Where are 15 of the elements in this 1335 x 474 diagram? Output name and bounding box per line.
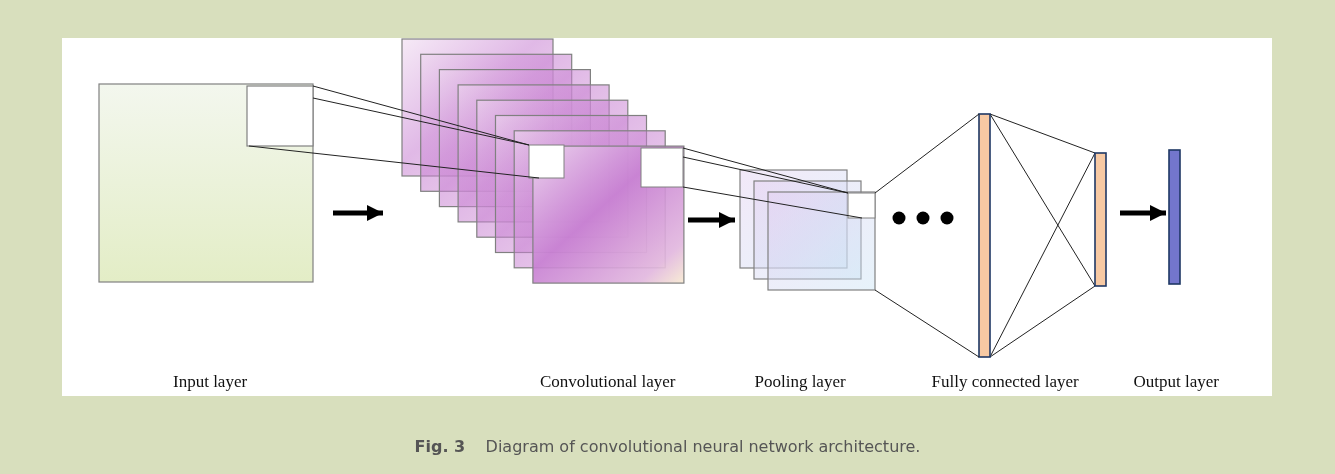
arrow xyxy=(1120,205,1166,221)
projection-line xyxy=(874,289,980,358)
projection-line xyxy=(682,186,863,219)
layer-label: Input layer xyxy=(173,372,248,392)
projection-line xyxy=(874,113,980,194)
figure-caption: Fig. 3 Diagram of convolutional neural network architecture. xyxy=(414,437,921,456)
projection-line xyxy=(682,156,849,194)
layer-label: Pooling layer xyxy=(754,372,846,392)
projection-line xyxy=(312,97,530,146)
projection-line xyxy=(248,145,540,179)
layer-label: Convolutional layer xyxy=(540,372,676,392)
layer-label: Output layer xyxy=(1133,372,1219,392)
arrow xyxy=(688,212,735,228)
layer-label: Fully connected layer xyxy=(931,372,1079,392)
arrow xyxy=(333,205,383,221)
